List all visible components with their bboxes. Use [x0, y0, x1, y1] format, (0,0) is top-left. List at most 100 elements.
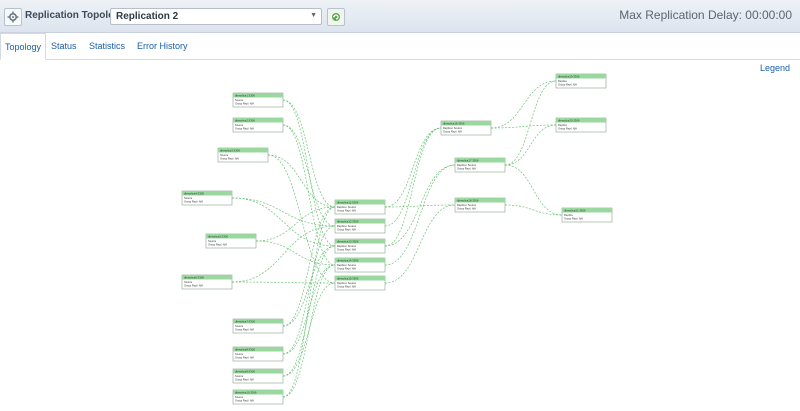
refresh-button[interactable]: [327, 8, 345, 26]
replication-link: [384, 127, 442, 208]
node-header: [182, 191, 232, 196]
node-role: Replica / Source: [337, 205, 357, 209]
topology-label: Replication Topology:: [25, 10, 130, 21]
node-title: dbreplica10:3306: [235, 391, 257, 395]
replication-link: [231, 197, 336, 227]
replication-link: [490, 124, 557, 129]
replication-link: [282, 206, 336, 398]
topology-select[interactable]: Replication 2 ▼: [110, 8, 322, 25]
replication-link: [504, 124, 557, 166]
node-header: [233, 118, 283, 123]
node-title: dbreplica12:3306: [337, 220, 359, 224]
node-header: [455, 158, 505, 163]
node-group-repl: Group Repl: N/A: [184, 284, 203, 288]
node-role: Replica / Source: [457, 203, 477, 207]
node-header: [233, 93, 283, 98]
node-title: dbreplica18:3306: [457, 199, 479, 203]
tab-topology[interactable]: Topology: [0, 33, 47, 60]
node-header: [335, 276, 385, 281]
node-title: dbreplica14:3306: [337, 259, 359, 263]
node-group-repl: Group Repl: N/A: [457, 167, 476, 171]
node-header: [335, 219, 385, 224]
node-header: [182, 275, 232, 280]
legend-link[interactable]: Legend: [759, 63, 790, 73]
node-role: Source: [235, 395, 244, 399]
node-role: Replica: [558, 123, 567, 127]
tab-statistics[interactable]: Statistics: [89, 41, 126, 51]
node-group-repl: Group Repl: N/A: [220, 157, 239, 161]
replication-link: [282, 99, 336, 247]
node-role: Source: [235, 352, 244, 356]
replication-link: [282, 264, 336, 398]
link-layer: [231, 80, 563, 398]
node-header: [233, 369, 283, 374]
node-role: Source: [235, 324, 244, 328]
node-group-repl: Group Repl: N/A: [337, 248, 356, 252]
node-title: dbreplica7:3306: [235, 320, 255, 324]
replication-link: [490, 80, 557, 129]
node-header: [556, 118, 606, 123]
node-group-repl: Group Repl: N/A: [235, 399, 254, 403]
chevron-down-icon: ▼: [310, 12, 317, 19]
node-title: dbreplica3:3306: [220, 149, 240, 153]
node-header: [556, 74, 606, 79]
replication-link: [255, 206, 336, 242]
replication-link: [504, 80, 557, 166]
node-title: dbreplica9:3306: [235, 370, 255, 374]
node-title: dbreplica11:3306: [337, 201, 359, 205]
node-group-repl: Group Repl: N/A: [235, 378, 254, 382]
node-header: [335, 239, 385, 244]
node-group-repl: Group Repl: N/A: [184, 200, 203, 204]
topology-select-value: Replication 2: [116, 11, 179, 22]
node-group-repl: Group Repl: N/A: [337, 209, 356, 213]
node-title: dbreplica15:3306: [337, 277, 359, 281]
replication-link: [384, 127, 442, 227]
node-role: Source: [235, 123, 244, 127]
tab-status[interactable]: Status: [51, 41, 77, 51]
replication-link: [267, 154, 336, 284]
node-role: Replica / Source: [337, 263, 357, 267]
node-title: dbreplica20:3306: [558, 119, 580, 123]
node-title: dbreplica8:3306: [235, 348, 255, 352]
replication-link: [282, 124, 336, 266]
node-role: Source: [184, 196, 193, 200]
tab-error-history[interactable]: Error History: [137, 41, 188, 51]
replication-link: [384, 164, 456, 247]
replication-link: [255, 240, 336, 266]
replication-link: [384, 204, 456, 208]
gear-icon: [7, 11, 19, 23]
node-header: [233, 390, 283, 395]
node-title: dbreplica4:3306: [184, 192, 204, 196]
node-group-repl: Group Repl: N/A: [235, 127, 254, 131]
node-group-repl: Group Repl: N/A: [235, 356, 254, 360]
replication-link: [282, 245, 336, 327]
topology-settings-button[interactable]: [4, 8, 22, 26]
node-title: dbreplica1:3306: [235, 94, 255, 98]
replication-link: [282, 245, 336, 377]
node-group-repl: Group Repl: N/A: [208, 243, 227, 247]
node-header: [218, 148, 268, 153]
node-title: dbreplica19:3306: [558, 75, 580, 79]
replication-link: [231, 281, 336, 284]
